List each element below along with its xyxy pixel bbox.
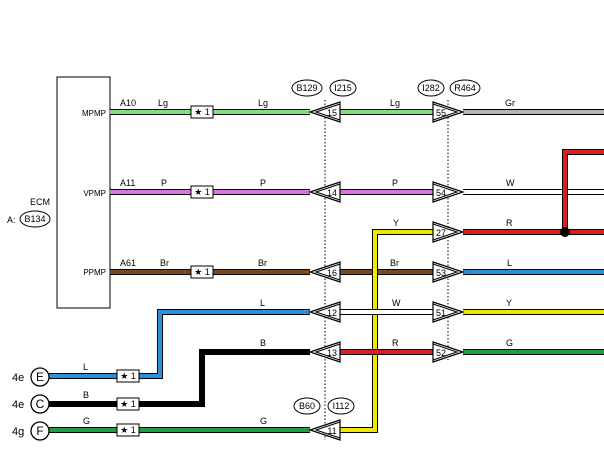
wire-label: G [260, 416, 267, 426]
wire-label: R [392, 338, 399, 348]
ecm-title: ECM [30, 197, 50, 207]
wire-label: L [507, 258, 512, 268]
wire-label: B [260, 338, 266, 348]
svg-text:55: 55 [436, 108, 446, 118]
svg-text:R464: R464 [454, 83, 476, 93]
ecm-pin-vpmp: A11 [120, 178, 135, 188]
splice-box: ★ 1 [116, 369, 140, 383]
connector-tag: B60 [293, 397, 321, 415]
svg-text:B129: B129 [296, 83, 317, 93]
ecm-pin-name-ppmp: PPMP [83, 268, 106, 277]
wire-label: Lg [390, 98, 400, 108]
wire-label: P [392, 178, 398, 188]
wire-label: Lg [158, 98, 168, 108]
svg-text:★ 1: ★ 1 [120, 371, 136, 381]
wire-label: B [83, 390, 89, 400]
wire-label: Br [390, 258, 399, 268]
bottom-connector-f: 4g F [12, 421, 50, 441]
wire-label: W [506, 178, 515, 188]
terminal-left-15: 15 [308, 101, 341, 123]
svg-text:★ 1: ★ 1 [194, 107, 210, 117]
svg-text:4e: 4e [12, 399, 24, 411]
svg-text:4g: 4g [12, 426, 24, 438]
wire-label: G [506, 338, 513, 348]
ecm-pin-name-mpmp: MPMP [82, 109, 106, 118]
bottom-connector-c: 4e C [12, 394, 50, 414]
terminal-right-54: 54 [432, 181, 465, 203]
wire-red-branch [562, 149, 604, 232]
svg-text:★ 1: ★ 1 [120, 399, 136, 409]
terminal-right-52: 52 [432, 341, 465, 363]
connector-tag: I112 [327, 397, 355, 415]
ecm-pin-mpmp: A10 [120, 98, 136, 108]
terminal-right-27: 27 [432, 221, 465, 243]
terminal-left-11: 11 [308, 419, 341, 441]
ecm-connector-tag [19, 210, 51, 228]
svg-text:14: 14 [327, 188, 337, 198]
svg-text:I112: I112 [333, 401, 350, 411]
splice-box: ★ 1 [190, 105, 214, 119]
terminal-right-51: 51 [432, 301, 465, 323]
connector-tag: I282 [417, 79, 445, 97]
svg-text:★ 1: ★ 1 [194, 187, 210, 197]
wire-label: Br [258, 258, 267, 268]
wire-label: W [392, 298, 401, 308]
bottom-connector-e: 4e E [12, 367, 50, 387]
svg-text:11: 11 [327, 426, 336, 436]
wire-label: P [260, 178, 266, 188]
splice-box: ★ 1 [116, 397, 140, 411]
wire-label: Y [506, 298, 512, 308]
svg-text:53: 53 [436, 268, 446, 278]
wire-label: Y [393, 218, 399, 228]
wire-label: Gr [505, 98, 515, 108]
wire-label: Lg [258, 98, 268, 108]
svg-text:★ 1: ★ 1 [194, 267, 210, 277]
wire-yellow-11-27 [340, 229, 433, 433]
ecm-box [56, 76, 111, 309]
wire-label: G [83, 416, 90, 426]
svg-text:F: F [36, 424, 43, 438]
terminal-left-13: 13 [308, 341, 341, 363]
wire-label: L [260, 298, 265, 308]
svg-text:B60: B60 [299, 401, 315, 411]
connector-tag: I215 [329, 79, 357, 97]
terminal-left-12: 12 [308, 301, 341, 323]
svg-text:4e: 4e [12, 372, 24, 384]
svg-text:15: 15 [327, 108, 337, 118]
terminal-right-55: 55 [432, 101, 465, 123]
splice-box: ★ 1 [190, 185, 214, 199]
splice-box: ★ 1 [116, 423, 140, 437]
svg-text:52: 52 [436, 348, 446, 358]
ecm-connector-label: B134 [24, 214, 45, 224]
svg-text:E: E [36, 370, 44, 384]
wire-label: Br [160, 258, 169, 268]
wire-label: R [506, 218, 513, 228]
svg-text:C: C [36, 397, 45, 411]
svg-text:I282: I282 [422, 83, 440, 93]
terminal-left-14: 14 [308, 181, 341, 203]
splice-box: ★ 1 [190, 265, 214, 279]
ecm-prefix: A: [7, 215, 16, 225]
svg-text:16: 16 [327, 268, 337, 278]
svg-text:54: 54 [436, 188, 446, 198]
svg-text:12: 12 [327, 308, 337, 318]
svg-text:27: 27 [436, 228, 446, 238]
wire-12-blue [45, 309, 310, 379]
connector-tag: R464 [449, 79, 481, 97]
ecm-pin-ppmp: A61 [120, 258, 136, 268]
terminal-left-16: 16 [308, 261, 341, 283]
svg-text:★ 1: ★ 1 [120, 425, 136, 435]
splice-point [560, 227, 570, 237]
wire-label: L [83, 362, 88, 372]
wire-label: P [161, 178, 167, 188]
terminal-right-53: 53 [432, 261, 465, 283]
connector-tag: B129 [291, 79, 323, 97]
svg-text:51: 51 [436, 308, 446, 318]
svg-text:13: 13 [327, 348, 337, 358]
ecm-pin-name-vpmp: VPMP [83, 189, 106, 198]
svg-text:I215: I215 [334, 83, 352, 93]
